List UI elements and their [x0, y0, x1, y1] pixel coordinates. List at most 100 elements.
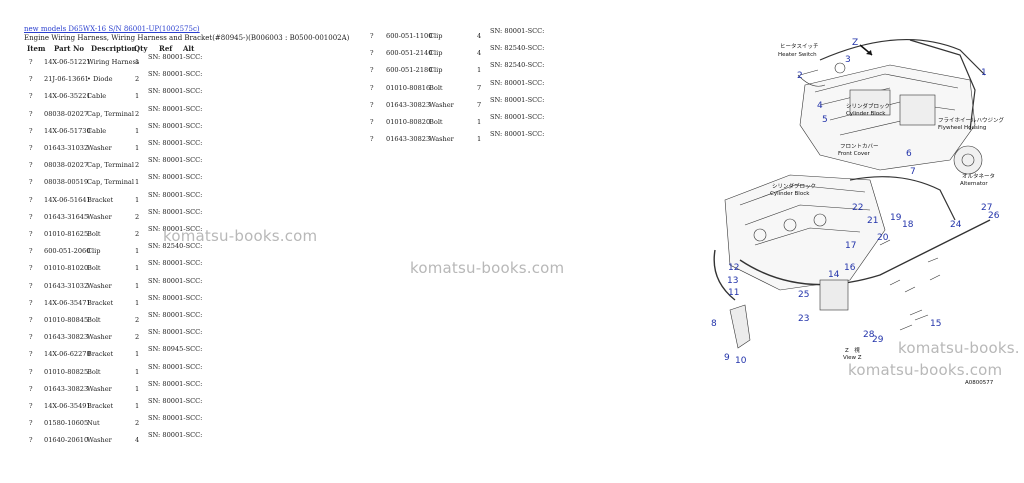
callout-number: 26 — [988, 211, 1000, 221]
cell-qty: 2 — [135, 75, 140, 84]
cell-item: ? — [29, 264, 33, 273]
watermark: komatsu-books.com — [163, 227, 318, 245]
cell-item: ? — [29, 281, 33, 290]
cell-qty: 1 — [135, 350, 140, 359]
cell-ref: SN: 80001-SCC: — [148, 121, 203, 130]
cell-part-no: 01640-20610 — [44, 436, 89, 445]
cell-item: ? — [370, 83, 374, 92]
cell-part-no: 14X-06-35221 — [44, 92, 91, 101]
cell-ref: SN: 82540-SCC: — [490, 44, 545, 53]
callout-number: 15 — [930, 319, 941, 329]
column-header-part-no: Part No — [54, 44, 85, 53]
cell-part-no: 01010-80825 — [44, 367, 89, 376]
cell-qty: 1 — [135, 247, 140, 256]
cell-qty: 1 — [135, 195, 140, 204]
callout-number: 17 — [845, 241, 856, 251]
cell-ref: SN: 80001-SCC: — [148, 362, 203, 371]
cell-ref: SN: 80001-SCC: — [148, 104, 203, 113]
cell-item: ? — [29, 247, 33, 256]
cell-item: ? — [29, 384, 33, 393]
cell-item: ? — [29, 367, 33, 376]
cell-qty: 1 — [135, 384, 140, 393]
callout-number: 10 — [735, 356, 747, 366]
cell-item: ? — [29, 436, 33, 445]
cell-part-no: 14X-06-51221 — [44, 58, 91, 66]
breadcrumb-link[interactable]: new models D65WX-16 S/N 86001-UP(1002575… — [24, 25, 200, 33]
cell-ref: SN: 80001-SCC: — [148, 414, 203, 423]
cell-part-no: 600-051-1100 — [386, 32, 433, 40]
cell-part-no: 01643-31032 — [44, 144, 89, 152]
cell-description: Washer — [87, 281, 112, 290]
cell-qty: 1 — [477, 118, 482, 126]
cell-item: ? — [29, 419, 33, 428]
cell-part-no: 08038-02027 — [44, 109, 89, 118]
cell-item: ? — [370, 118, 374, 126]
cell-item: ? — [29, 333, 33, 342]
callout-number: 8 — [711, 319, 717, 329]
cell-ref: SN: 80001-SCC: — [148, 190, 203, 199]
cell-item: ? — [29, 58, 33, 66]
cell-description: Bracket — [87, 298, 114, 307]
cell-item: ? — [370, 66, 374, 75]
cell-ref: SN: 80001-SCC: — [148, 397, 203, 405]
callout-number: 7 — [910, 167, 916, 177]
cell-ref: SN: 80001-SCC: — [148, 379, 203, 388]
cell-ref: SN: 80001-SCC: — [148, 225, 203, 233]
cell-description: Bolt — [87, 367, 101, 376]
cell-part-no: 14X-06-35491 — [44, 402, 91, 410]
diagram-label: Heater Switch — [778, 52, 817, 58]
cell-qty: 1 — [135, 367, 140, 376]
cell-item: ? — [29, 402, 33, 410]
callout-number: 13 — [727, 276, 738, 286]
cell-part-no: 14X-06-62270 — [44, 350, 91, 359]
cell-description: Washer — [87, 436, 112, 445]
cell-qty: 4 — [477, 49, 482, 58]
cell-item: ? — [29, 178, 33, 187]
diagram-label: Alternator — [960, 181, 988, 187]
column-header-alt: Alt — [183, 44, 195, 53]
cell-description: Bolt — [87, 264, 101, 273]
cell-description: Washer — [87, 144, 112, 152]
cell-ref: SN: 80001-SCC: — [148, 156, 203, 165]
diagram-label: Z 視 — [845, 346, 860, 354]
cell-part-no: 01010-81625 — [44, 230, 89, 238]
cell-ref: SN: 80001-SCC: — [148, 259, 203, 268]
column-header-ref: Ref — [159, 44, 173, 53]
cell-ref: SN: 80001-SCC: — [148, 53, 203, 61]
callout-number: 19 — [890, 213, 902, 223]
diagram-label: Front Cover — [838, 151, 871, 157]
diagram-label: フロントカバー — [840, 143, 879, 150]
cell-description: Washer — [429, 135, 454, 144]
callout-number: 27 — [981, 203, 992, 213]
cell-ref: SN: 80001-SCC: — [148, 276, 203, 285]
diagram-label: ヒータスイッチ — [780, 42, 819, 50]
diagram-label: オルタネータ — [962, 172, 995, 180]
cell-ref: SN: 80945-SCC: — [148, 345, 203, 354]
cell-part-no: 08038-00519 — [44, 178, 89, 187]
callout-number: Z — [852, 38, 858, 48]
callout-number: 29 — [872, 335, 884, 345]
callout-number: 12 — [728, 263, 739, 273]
diagram-label: シリンダブロック — [772, 182, 816, 190]
cell-item: ? — [370, 100, 374, 109]
cell-ref: SN: 82540-SCC: — [490, 61, 545, 70]
watermark: komatsu-books.com — [848, 361, 1003, 379]
cell-qty: 1 — [135, 402, 140, 410]
cell-ref: SN: 80001-SCC: — [490, 113, 545, 121]
cell-qty: 1 — [135, 144, 140, 152]
cell-qty: 1 — [135, 126, 140, 135]
cell-ref: SN: 80001-SCC: — [148, 173, 203, 182]
cell-qty: 1 — [477, 135, 482, 144]
cell-description: Cable — [87, 126, 107, 135]
